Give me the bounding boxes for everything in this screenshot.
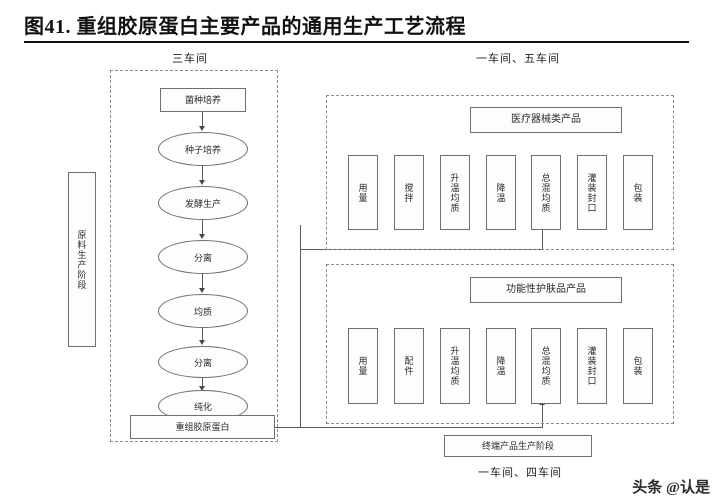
arrow-2 bbox=[199, 180, 205, 185]
node-seed-culture[interactable]: 种子培养 bbox=[158, 132, 248, 166]
skincare-step-3[interactable]: 升温均质 bbox=[440, 328, 470, 404]
bottom-workshop-label: 一车间、四车间 bbox=[478, 467, 562, 479]
medical-step-6[interactable]: 灌装封口 bbox=[577, 155, 607, 230]
medical-products-header[interactable]: 医疗器械类产品 bbox=[470, 107, 622, 133]
skincare-step-5[interactable]: 总混均质 bbox=[531, 328, 561, 404]
feed-line-down-skincare bbox=[542, 405, 543, 428]
arrow-3 bbox=[199, 234, 205, 239]
feed-line-to-skincare bbox=[300, 427, 543, 428]
skincare-step-6[interactable]: 灌装封口 bbox=[577, 328, 607, 404]
node-fermentation[interactable]: 发酵生产 bbox=[158, 186, 248, 220]
page-title: 图41. 重组胶原蛋白主要产品的通用生产工艺流程 bbox=[24, 16, 466, 38]
arrow-4 bbox=[199, 288, 205, 293]
node-strain-culture[interactable]: 菌种培养 bbox=[160, 88, 246, 112]
medical-step-2[interactable]: 搅拌 bbox=[394, 155, 424, 230]
arrow-1 bbox=[199, 126, 205, 131]
raw-material-stage-label: 原料生产阶段 bbox=[68, 172, 96, 347]
top-workshop-label: 一车间、五车间 bbox=[476, 53, 560, 65]
connector-1 bbox=[202, 112, 203, 129]
skincare-step-1[interactable]: 用量 bbox=[348, 328, 378, 404]
node-recombinant-collagen[interactable]: 重组胶原蛋白 bbox=[130, 415, 275, 439]
medical-products-zone bbox=[326, 95, 674, 250]
skincare-products-zone bbox=[326, 264, 674, 424]
watermark: 头条 @认是 bbox=[632, 480, 710, 496]
connector-5 bbox=[202, 328, 203, 343]
node-homogenization[interactable]: 均质 bbox=[158, 294, 248, 328]
feed-line-horizontal-bottom bbox=[275, 427, 301, 428]
skincare-step-2[interactable]: 配件 bbox=[394, 328, 424, 404]
medical-step-5[interactable]: 总混均质 bbox=[531, 155, 561, 230]
connector-2 bbox=[202, 166, 203, 183]
node-separation-1[interactable]: 分离 bbox=[158, 240, 248, 274]
skincare-products-header[interactable]: 功能性护肤品产品 bbox=[470, 277, 622, 303]
terminal-stage-label: 终端产品生产阶段 bbox=[444, 435, 592, 457]
connector-3 bbox=[202, 220, 203, 237]
medical-step-1[interactable]: 用量 bbox=[348, 155, 378, 230]
title-divider bbox=[24, 41, 689, 43]
medical-step-4[interactable]: 降温 bbox=[486, 155, 516, 230]
medical-step-7[interactable]: 包装 bbox=[623, 155, 653, 230]
left-workshop-label: 三车间 bbox=[172, 53, 208, 65]
connector-4 bbox=[202, 274, 203, 291]
feed-line-vertical bbox=[300, 225, 301, 428]
arrow-6 bbox=[199, 386, 205, 391]
node-separation-2[interactable]: 分离 bbox=[158, 346, 248, 378]
arrow-5 bbox=[199, 340, 205, 345]
medical-step-3[interactable]: 升温均质 bbox=[440, 155, 470, 230]
left-workshop-zone bbox=[110, 70, 278, 442]
skincare-step-7[interactable]: 包装 bbox=[623, 328, 653, 404]
skincare-step-4[interactable]: 降温 bbox=[486, 328, 516, 404]
connector-6 bbox=[202, 378, 203, 389]
feed-line-up-medical bbox=[542, 226, 543, 250]
